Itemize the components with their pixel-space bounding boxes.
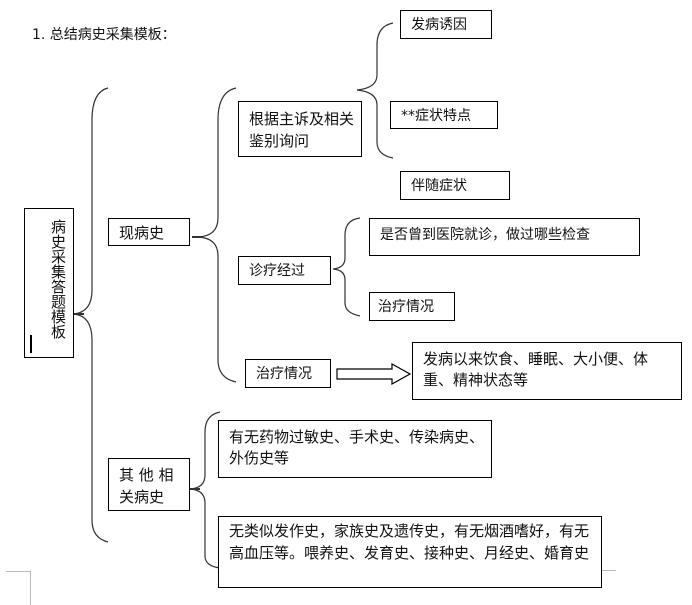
present-history-brace	[197, 87, 237, 383]
other-history-node: 其 他 相关病史	[108, 458, 190, 511]
other-history-item-family: 无类似发作史，家族史及遗传史，有无烟酒嗜好，有无高血压等。喂养史、发育史、接种史…	[218, 516, 602, 588]
root-label: 病史采集答题模板	[49, 219, 67, 339]
inquiry-item-symptoms: **症状特点	[390, 101, 498, 129]
arrow-right	[336, 362, 412, 386]
diagnosis-brace	[332, 217, 361, 317]
inquiry-node: 根据主诉及相关鉴别询问	[238, 101, 362, 157]
present-history-node: 现病史	[108, 218, 190, 246]
diagnosis-item-hospital: 是否曾到医院就诊，做过哪些检查	[369, 218, 640, 256]
corner-mark-bottom-left	[6, 571, 30, 572]
other-history-item-allergy: 有无药物过敏史、手术史、传染病史、外伤史等	[218, 420, 492, 478]
diagnosis-item-treatment: 治疗情况	[369, 292, 455, 321]
inquiry-brace	[356, 22, 394, 159]
inquiry-item-trigger: 发病诱因	[400, 10, 492, 39]
diagnosis-node: 诊疗经过	[238, 256, 331, 285]
root-node: 病史采集答题模板	[24, 208, 74, 358]
inquiry-item-accompanying: 伴随症状	[400, 171, 510, 200]
treatment-status-detail: 发病以来饮食、睡眠、大小便、体重、精神状态等	[412, 342, 682, 400]
corner-mark-bottom-right	[602, 570, 616, 571]
page-title: 1. 总结病史采集模板：	[32, 27, 176, 43]
corner-mark-bottom-left-v	[30, 571, 31, 605]
cursor-mark	[30, 335, 32, 353]
treatment-status-node: 治疗情况	[245, 359, 331, 388]
